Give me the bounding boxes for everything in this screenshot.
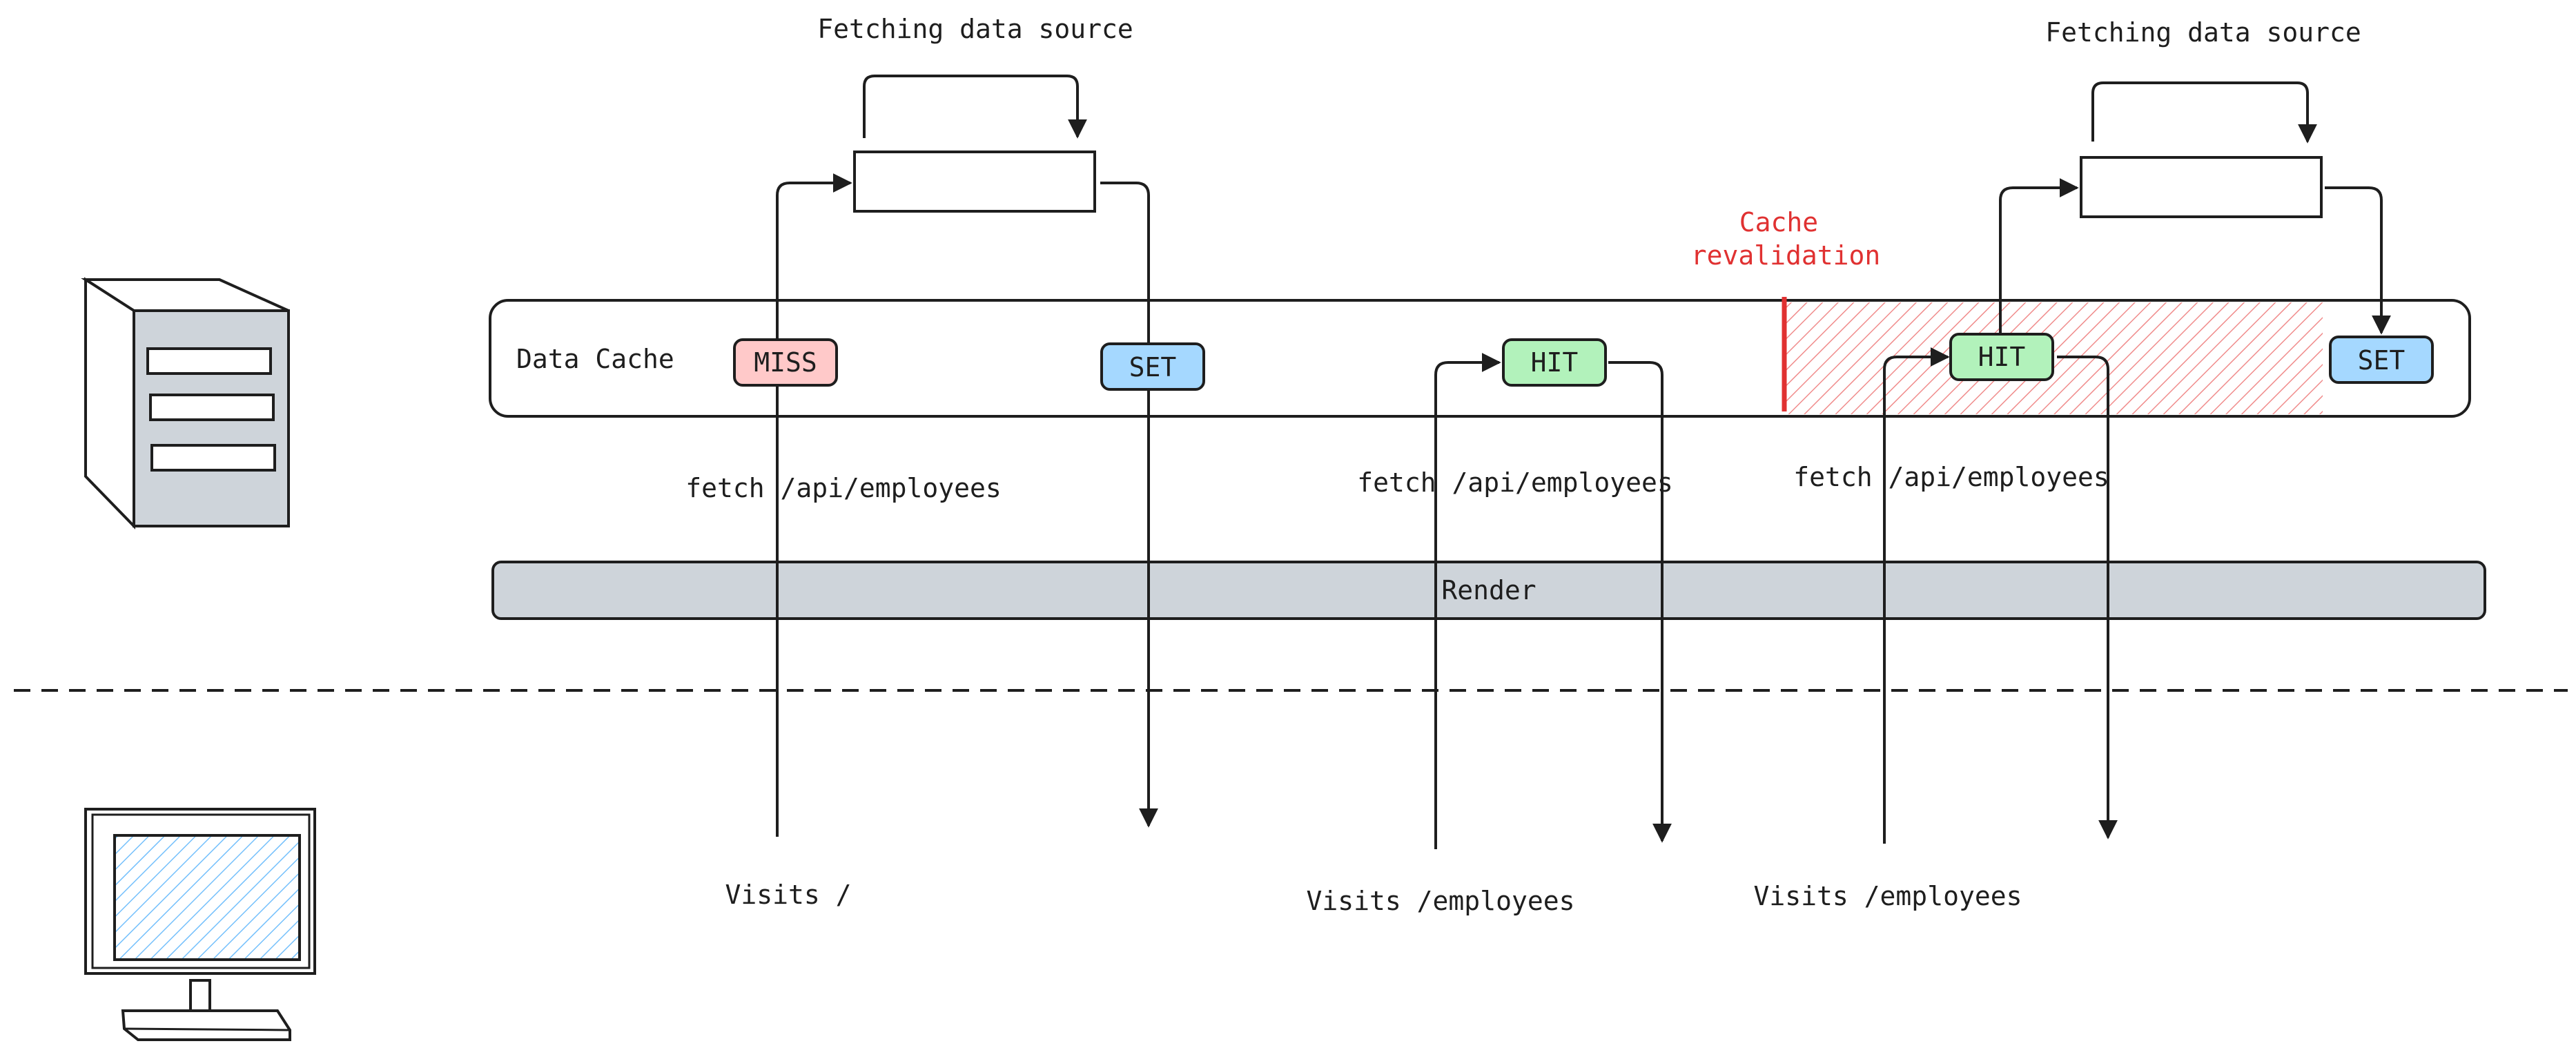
hit-tag-1: HIT: [1502, 338, 1607, 387]
fetching-data-source-left-label: Fetching data source: [817, 14, 1133, 44]
data-source-left-loop-arrow: [863, 75, 1087, 139]
flow2-fetch-label: fetch /api/employees: [1357, 467, 1673, 498]
set-tag-1: SET: [1100, 342, 1205, 391]
cache-revalidation-label-line2: revalidation: [1691, 240, 1881, 271]
revalidation-set-arrow: [2325, 186, 2391, 335]
flow3-visit-label: Visits /employees: [1754, 881, 2022, 911]
set-tag-2: SET: [2329, 336, 2434, 384]
flow3-request-arrow: [1883, 347, 1950, 844]
monitor-icon: [84, 808, 316, 1041]
hit-tag-2-label: HIT: [1978, 342, 2026, 372]
flow1-request-arrow: [776, 173, 852, 837]
render-lane: [491, 561, 2486, 620]
data-source-box-right: [2080, 156, 2323, 218]
set-tag-1-label: SET: [1129, 352, 1177, 382]
render-label: Render: [1441, 575, 1536, 605]
hit-tag-2: HIT: [1949, 333, 2054, 381]
server-icon: [81, 277, 290, 530]
flow1-visit-label: Visits /: [725, 880, 851, 910]
flow1-fetch-label: fetch /api/employees: [685, 473, 1002, 503]
flow2-request-arrow: [1434, 353, 1501, 849]
revalidation-fetch-arrow: [1999, 178, 2079, 338]
data-cache-label: Data Cache: [516, 344, 674, 374]
flow3-response-arrow: [2057, 356, 2118, 840]
miss-tag-label: MISS: [754, 347, 817, 378]
cache-revalidation-label-line1: Cache: [1739, 207, 1818, 237]
data-source-right-loop-arrow: [2091, 81, 2317, 144]
hit-tag-1-label: HIT: [1531, 347, 1579, 378]
fetching-data-source-right-label: Fetching data source: [2045, 17, 2361, 48]
flow1-response-arrow: [1100, 182, 1158, 828]
flow2-visit-label: Visits /employees: [1307, 886, 1575, 916]
flow3-fetch-label: fetch /api/employees: [1793, 462, 2109, 492]
miss-tag: MISS: [733, 338, 838, 387]
set-tag-2-label: SET: [2358, 345, 2406, 376]
data-source-box-left: [853, 151, 1096, 213]
flow2-response-arrow: [1608, 361, 1672, 843]
